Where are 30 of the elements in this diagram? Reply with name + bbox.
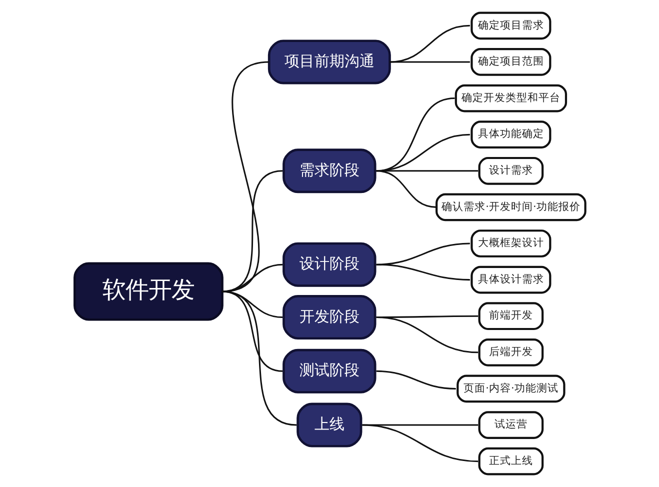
node-box: 后端开发 [478,338,544,366]
node-box: 大概框架设计 [470,230,551,258]
node-box: 正式上线 [478,447,544,476]
node-box: 上线 [296,402,362,448]
connector [376,370,456,390]
node-box: 试运营 [478,411,544,439]
node-box: 开发阶段 [282,295,376,340]
node-box: 软件开发 [73,262,223,321]
node-box: 需求阶段 [282,148,376,194]
node-box: 确认需求·开发时间·功能报价 [435,193,586,222]
node-box: 确定项目需求 [470,12,551,40]
connector [222,170,282,292]
connector [389,61,470,63]
node-box: 项目前期沟通 [267,40,390,84]
node-box: 确定开发类型和平台 [454,84,567,112]
connector [376,316,478,354]
connector [376,170,436,208]
connector [389,24,470,63]
connector [222,290,296,426]
node-box: 确定项目范围 [470,48,551,76]
node-box: 测试阶段 [282,348,376,394]
node-box: 设计阶段 [282,242,376,287]
node-box: 具体设计需求 [470,266,551,294]
connector [376,264,470,281]
connector [222,264,282,292]
node-box: 设计需求 [478,156,544,185]
connector [362,424,478,462]
node-box: 具体功能确定 [470,120,551,149]
node-box: 前端开发 [478,302,544,330]
node-box: 页面·内容·功能测试 [456,374,565,403]
